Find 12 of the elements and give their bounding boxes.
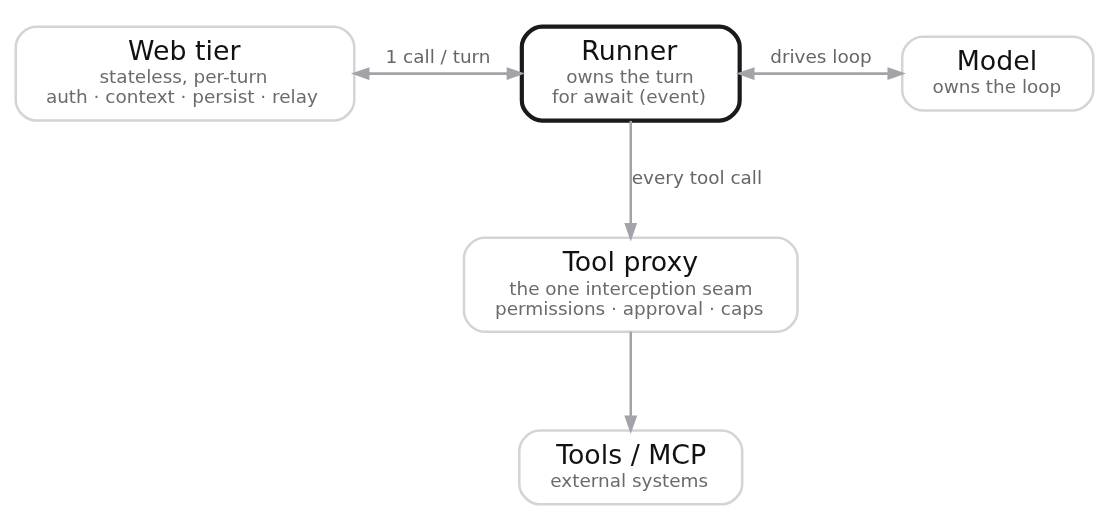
edge-label: every tool call [631, 166, 763, 188]
edge-label: drives loop [770, 45, 872, 67]
arrow [736, 66, 906, 80]
arrow [624, 331, 638, 434]
node-box: Web tier stateless, per-turn auth · context · persist · relay [14, 24, 356, 122]
arrow [624, 120, 638, 241]
node-box: Tools / MCP external systems [518, 428, 744, 506]
edge-label: 1 call / turn [385, 45, 491, 67]
arrow [351, 66, 526, 80]
node-box: Runner owns the turn for await (event) [519, 24, 742, 123]
node-box: Tool proxy the one interception seam permissions · approval · caps [462, 236, 799, 333]
node-box: Model owns the loop [900, 35, 1095, 112]
